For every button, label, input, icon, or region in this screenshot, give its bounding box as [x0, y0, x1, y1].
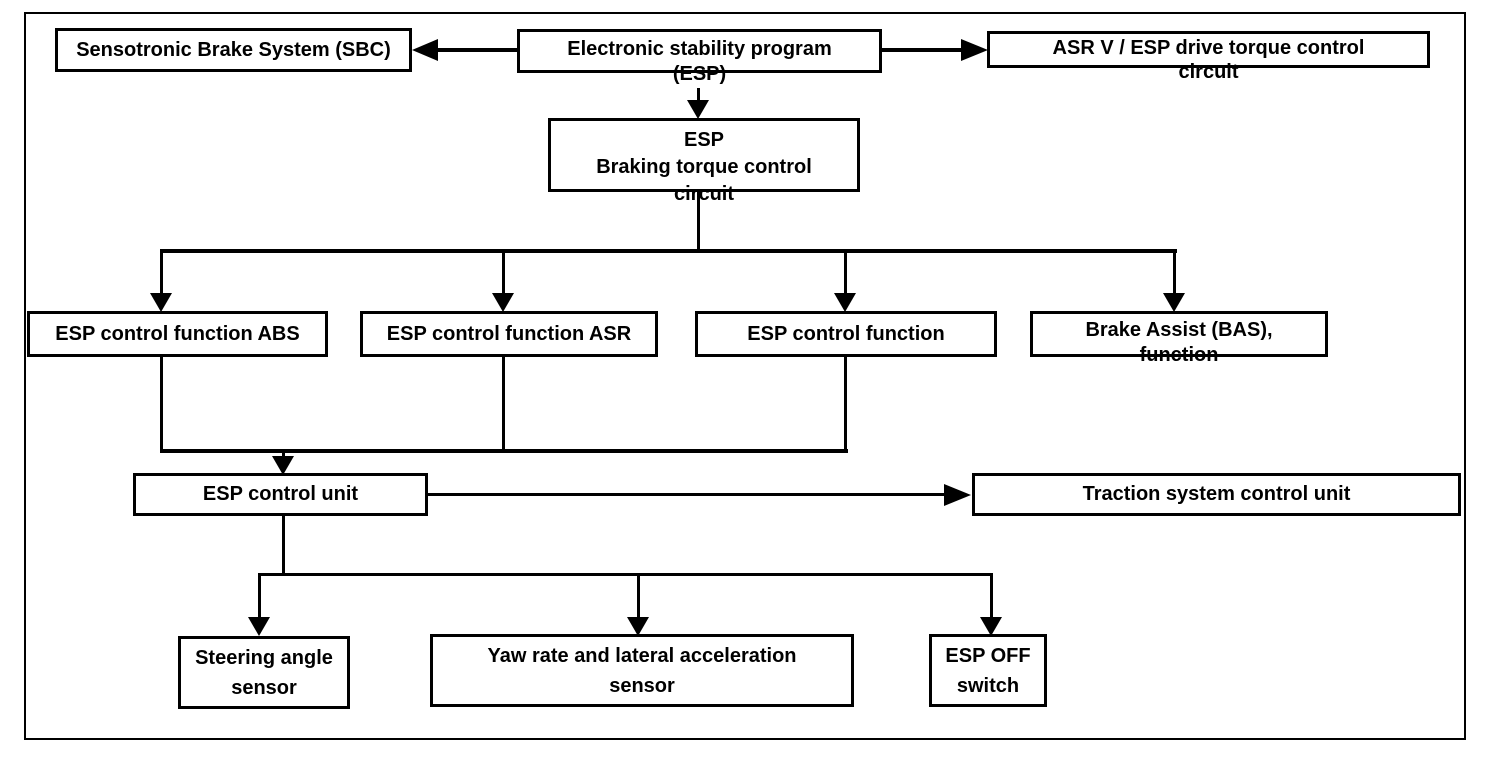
arrowhead-down-to-bas — [1163, 293, 1185, 312]
arrowhead-right-to-asr — [961, 39, 988, 61]
arrowhead-down-to-esp-off — [980, 617, 1002, 636]
branch-bar-functions — [160, 249, 1177, 253]
node-esp-control-function: ESP control function — [695, 311, 997, 357]
node-electronic-stability-program: Electronic stability program (ESP) — [517, 29, 882, 85]
arrowhead-down-to-yaw — [627, 617, 649, 636]
node-label: ESP control unit — [202, 483, 359, 505]
line-abs-to-collector — [160, 357, 163, 449]
node-asr-esp-drive-torque-circuit: ASR V / ESP drive torque control circuit — [987, 31, 1430, 83]
node-esp-braking-torque-circuit: ESP Braking torque control circuit — [548, 118, 860, 205]
node-label-line2: Braking torque control — [596, 156, 812, 178]
node-label-line1: ESP — [683, 129, 725, 151]
line-esp-to-braking — [697, 88, 700, 103]
line-bar-to-esp-off — [990, 576, 993, 618]
line-branch-to-bas — [1173, 253, 1176, 294]
node-label: ESP control function ABS — [55, 322, 300, 345]
line-braking-to-branch — [697, 192, 700, 251]
collector-bar-functions — [160, 449, 848, 453]
node-label: ESP control function ASR — [386, 322, 632, 345]
line-esp-to-asr — [882, 48, 962, 52]
node-label-line2: sensor — [231, 676, 297, 699]
line-bar-to-steering — [258, 576, 261, 618]
node-label-line1: Yaw rate and lateral acceleration — [487, 644, 797, 667]
node-esp-control-function-asr: ESP control function ASR — [360, 311, 658, 357]
node-esp-control-function-abs: ESP control function ABS — [27, 311, 328, 357]
sensor-branch-bar — [258, 573, 993, 576]
arrowhead-left-to-sbc — [412, 39, 438, 61]
line-unit-to-traction — [428, 493, 945, 496]
node-label-line1: ESP OFF — [945, 644, 1031, 667]
line-bar-to-yaw — [637, 576, 640, 618]
arrowhead-down-to-asr-func — [492, 293, 514, 312]
node-esp-control-unit: ESP control unit — [133, 473, 428, 516]
line-branch-to-abs — [160, 253, 163, 294]
arrowhead-down-to-unit — [272, 456, 294, 475]
arrowhead-down-to-steering — [248, 617, 270, 636]
line-branch-to-asr-func — [502, 253, 505, 294]
line-branch-to-esp-func — [844, 253, 847, 294]
arrowhead-down-to-braking — [687, 100, 709, 119]
node-label-line2: sensor — [609, 674, 675, 697]
arrowhead-down-to-esp-func — [834, 293, 856, 312]
node-yaw-rate-lateral-acceleration-sensor: Yaw rate and lateral acceleration sensor — [430, 634, 854, 707]
node-steering-angle-sensor: Steering angle sensor — [178, 636, 350, 709]
node-label-line3: circuit — [673, 183, 735, 205]
node-esp-off-switch: ESP OFF switch — [929, 634, 1047, 707]
node-label-line1: Brake Assist (BAS), — [1085, 319, 1273, 341]
line-asr-func-to-collector — [502, 357, 505, 449]
node-label: Sensotronic Brake System (SBC) — [76, 38, 391, 61]
arrowhead-right-to-traction — [944, 484, 971, 506]
node-label-line2: function — [1139, 344, 1219, 366]
node-label-line1: Electronic stability program — [567, 38, 832, 60]
node-label-line1: ASR V / ESP drive torque control — [1052, 37, 1365, 59]
node-label: ESP control function — [747, 322, 945, 345]
node-traction-system-control-unit: Traction system control unit — [972, 473, 1461, 516]
node-brake-assist-function: Brake Assist (BAS), function — [1030, 311, 1328, 366]
node-label-line2: switch — [956, 674, 1020, 697]
node-sensotronic-brake-system: Sensotronic Brake System (SBC) — [55, 28, 412, 72]
node-label-line2: (ESP) — [672, 63, 727, 85]
arrowhead-down-to-abs — [150, 293, 172, 312]
node-label: Traction system control unit — [1082, 483, 1351, 505]
node-label-line1: Steering angle — [195, 646, 333, 669]
line-esp-func-to-collector — [844, 357, 847, 449]
node-label-line2: circuit — [1178, 61, 1239, 83]
line-esp-to-sbc — [435, 48, 517, 52]
line-unit-to-sensor-bar — [282, 516, 285, 575]
